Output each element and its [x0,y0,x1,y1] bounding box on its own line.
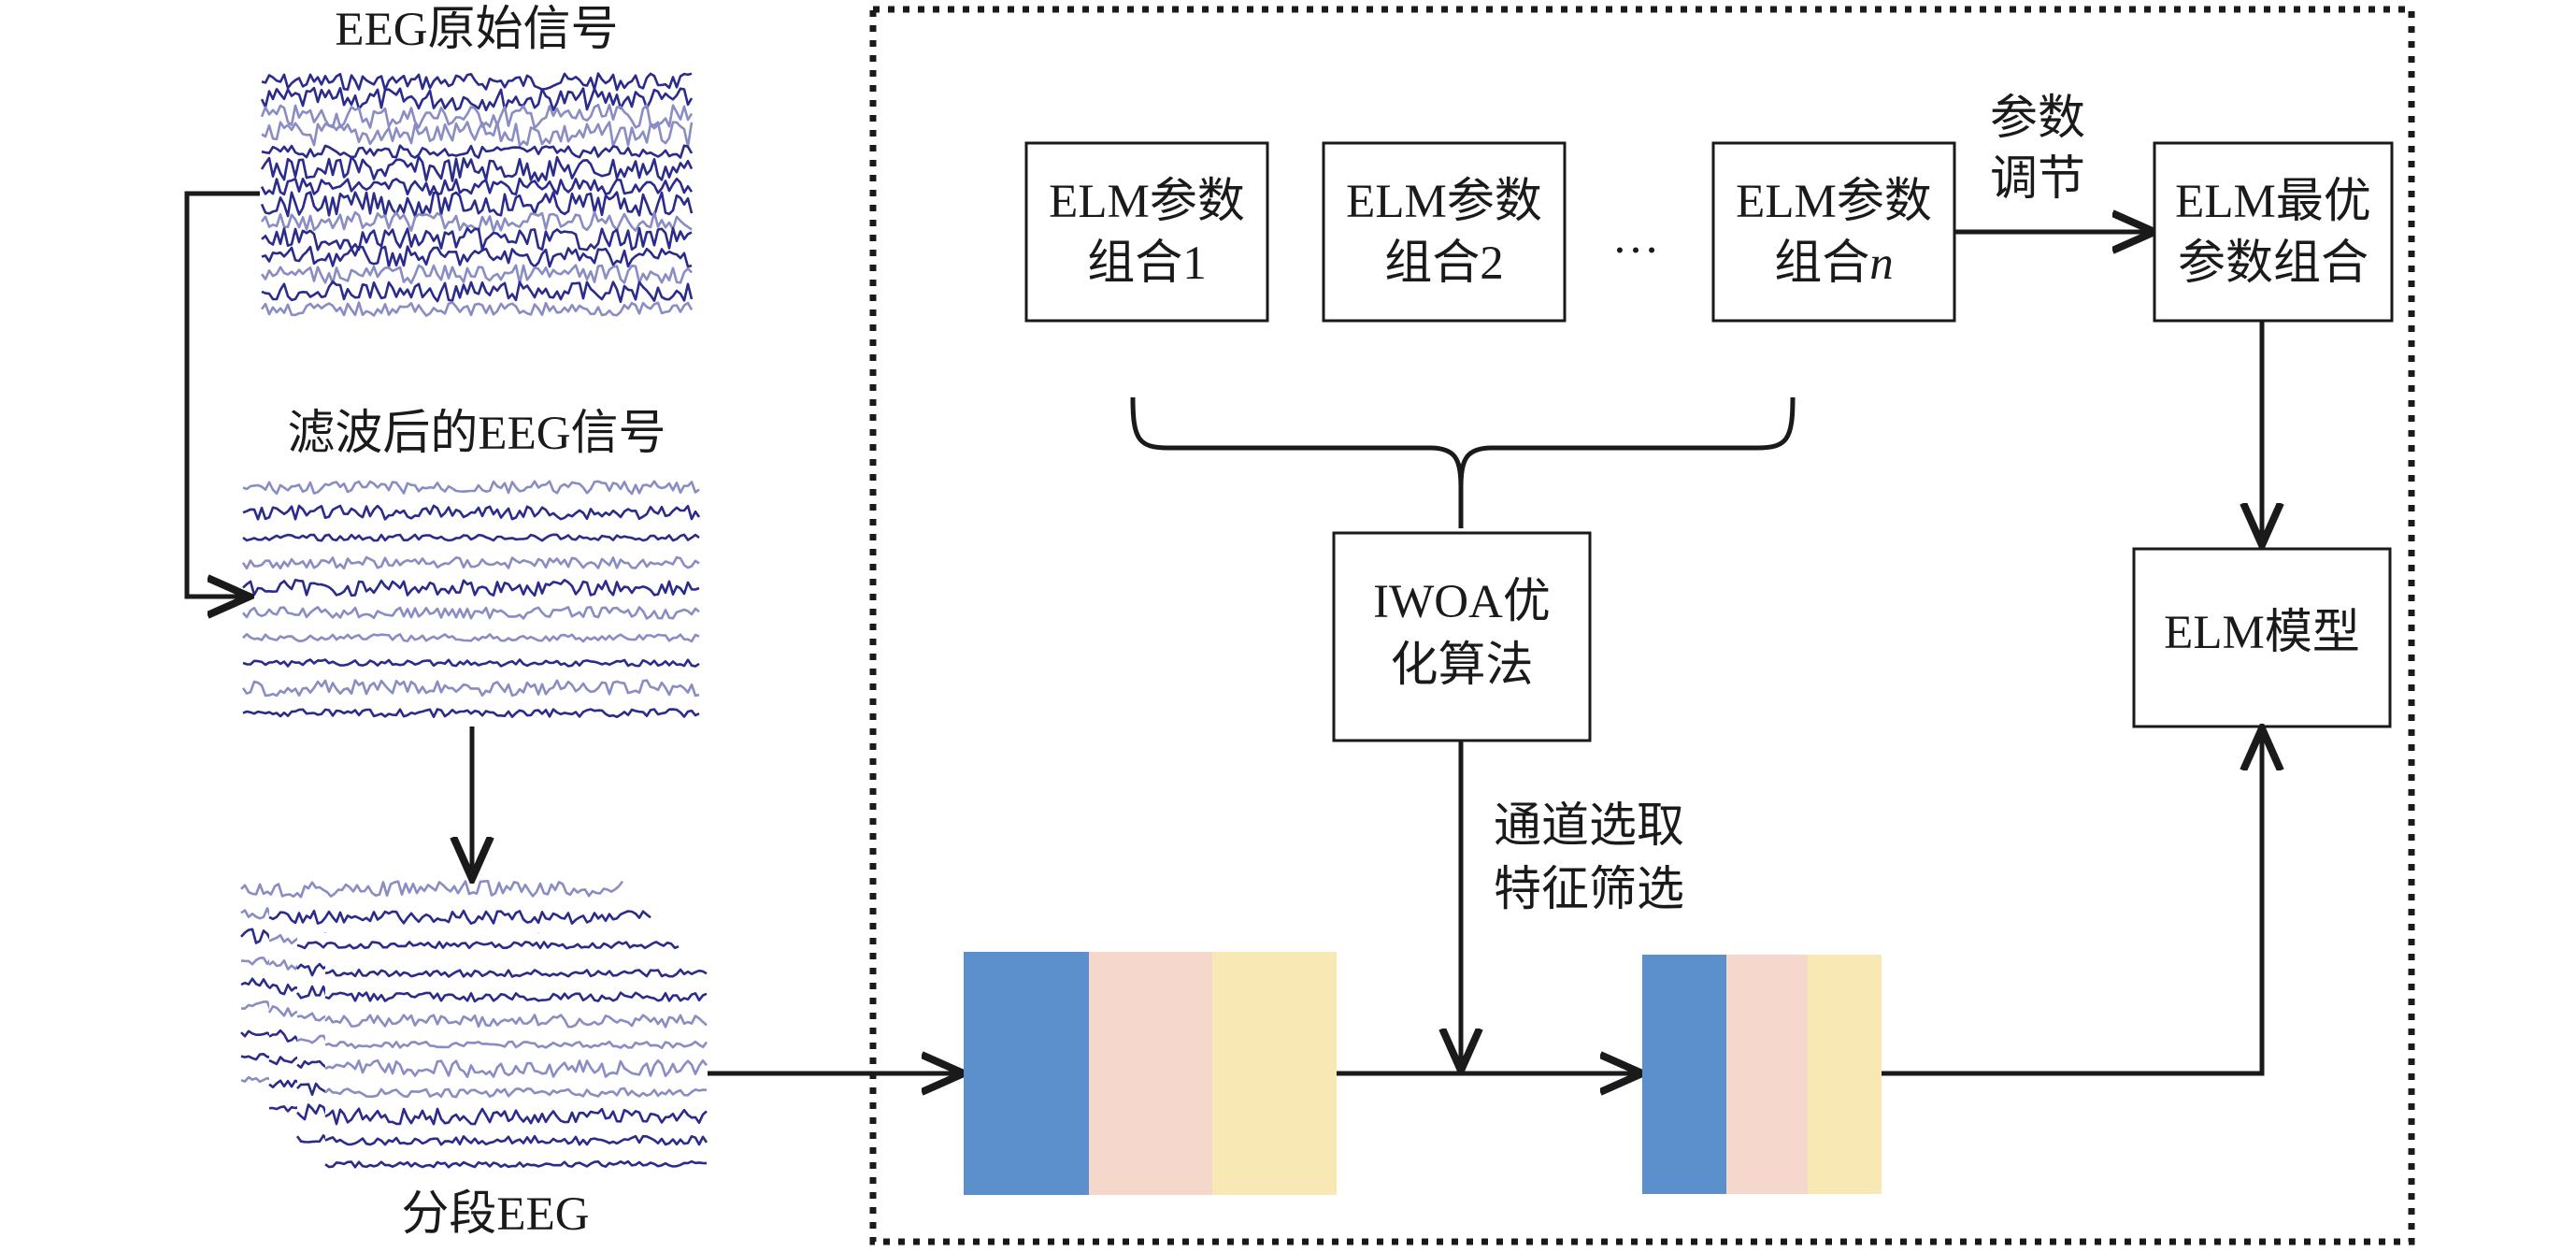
elm-combo-n-box: ELM参数 组合n [1711,141,1956,323]
eeg-trace [261,280,694,303]
eeg-trace [242,606,700,620]
segmented-eeg-stack [240,877,708,1176]
eeg-trace [268,909,651,925]
eeg-trace [260,177,694,196]
eeg-trace [324,968,708,978]
svg-text:ELM参数: ELM参数 [1049,176,1245,228]
eeg-trace [261,245,693,268]
feature-block-pink [1089,952,1212,1195]
eeg-segment [324,961,708,1176]
filtered-eeg-panel [241,475,701,726]
param-adjust-label-2: 调节 [1990,153,2085,206]
eeg-trace [241,679,700,698]
eeg-trace [240,880,624,899]
eeg-trace [324,1040,708,1050]
eeg-trace [242,633,700,643]
svg-text:IWOA优: IWOA优 [1373,576,1551,628]
eeg-trace [324,1159,708,1169]
eeg-trace [261,121,694,148]
eeg-trace [260,155,694,182]
eeg-trace [260,191,694,218]
raw-eeg-label: EEG原始信号 [335,4,618,56]
eeg-trace [242,533,700,542]
filtered-eeg-label: 滤波后的EEG信号 [287,408,665,460]
iwoa-box: IWOA优 化算法 [1332,531,1592,742]
selected-feature-block [1642,955,1882,1194]
selected-block-yellow [1808,955,1882,1194]
eeg-trace [241,555,700,570]
param-adjust-label-1: 参数 [1990,93,2085,145]
segmented-eeg-label: 分段EEG [401,1188,589,1241]
eeg-trace [260,301,694,317]
elm-optimal-box: ELM最优 参数组合 [2153,141,2394,323]
feature-block-blue [964,952,1089,1195]
eeg-trace [261,226,693,252]
eeg-trace [261,144,694,159]
channel-select-label: 通道选取 [1494,800,1684,853]
eeg-trace [242,579,700,597]
elm-model-box: ELM模型 [2132,547,2392,728]
raw-to-filtered-arrow [184,191,260,597]
selected-block-pink [1726,955,1808,1194]
feature-block-yellow [1212,952,1337,1195]
raw-eeg-panel [260,72,694,318]
eeg-trace [260,264,693,285]
eeg-trace [242,480,700,496]
svg-text:组合2: 组合2 [1384,237,1504,290]
svg-text:组合1: 组合1 [1087,237,1207,290]
full-feature-block [964,952,1337,1195]
eeg-trace [324,1014,708,1029]
elm-combo-2-box: ELM参数 组合2 [1322,141,1567,323]
svg-text:化算法: 化算法 [1390,640,1533,692]
ellipsis: … [1612,211,1660,264]
svg-text:ELM最优: ELM最优 [2175,176,2371,228]
eeg-trace [324,1107,708,1126]
elm-combo-1-box: ELM参数 组合1 [1024,141,1269,323]
feature-screen-label: 特征筛选 [1494,864,1684,916]
selected-to-model-arrow [1882,733,2262,1076]
processing-frame [869,6,2415,1245]
eeg-trace [242,658,700,668]
svg-text:ELM参数: ELM参数 [1736,176,1932,228]
combination-brace [1130,396,1796,528]
eeg-trace [242,708,700,719]
svg-text:ELM模型: ELM模型 [2164,607,2360,659]
svg-text:ELM参数: ELM参数 [1346,176,1542,228]
eeg-trace [324,991,708,1003]
eeg-trace [261,72,693,92]
eeg-trace [324,1134,708,1146]
svg-text:参数组合: 参数组合 [2178,237,2368,290]
svg-text:组合n: 组合n [1774,237,1894,290]
eeg-trace [324,1058,708,1078]
selected-block-blue [1642,955,1726,1194]
eeg-trace [242,504,701,521]
eeg-trace [296,941,680,950]
eeg-trace [324,1087,708,1099]
